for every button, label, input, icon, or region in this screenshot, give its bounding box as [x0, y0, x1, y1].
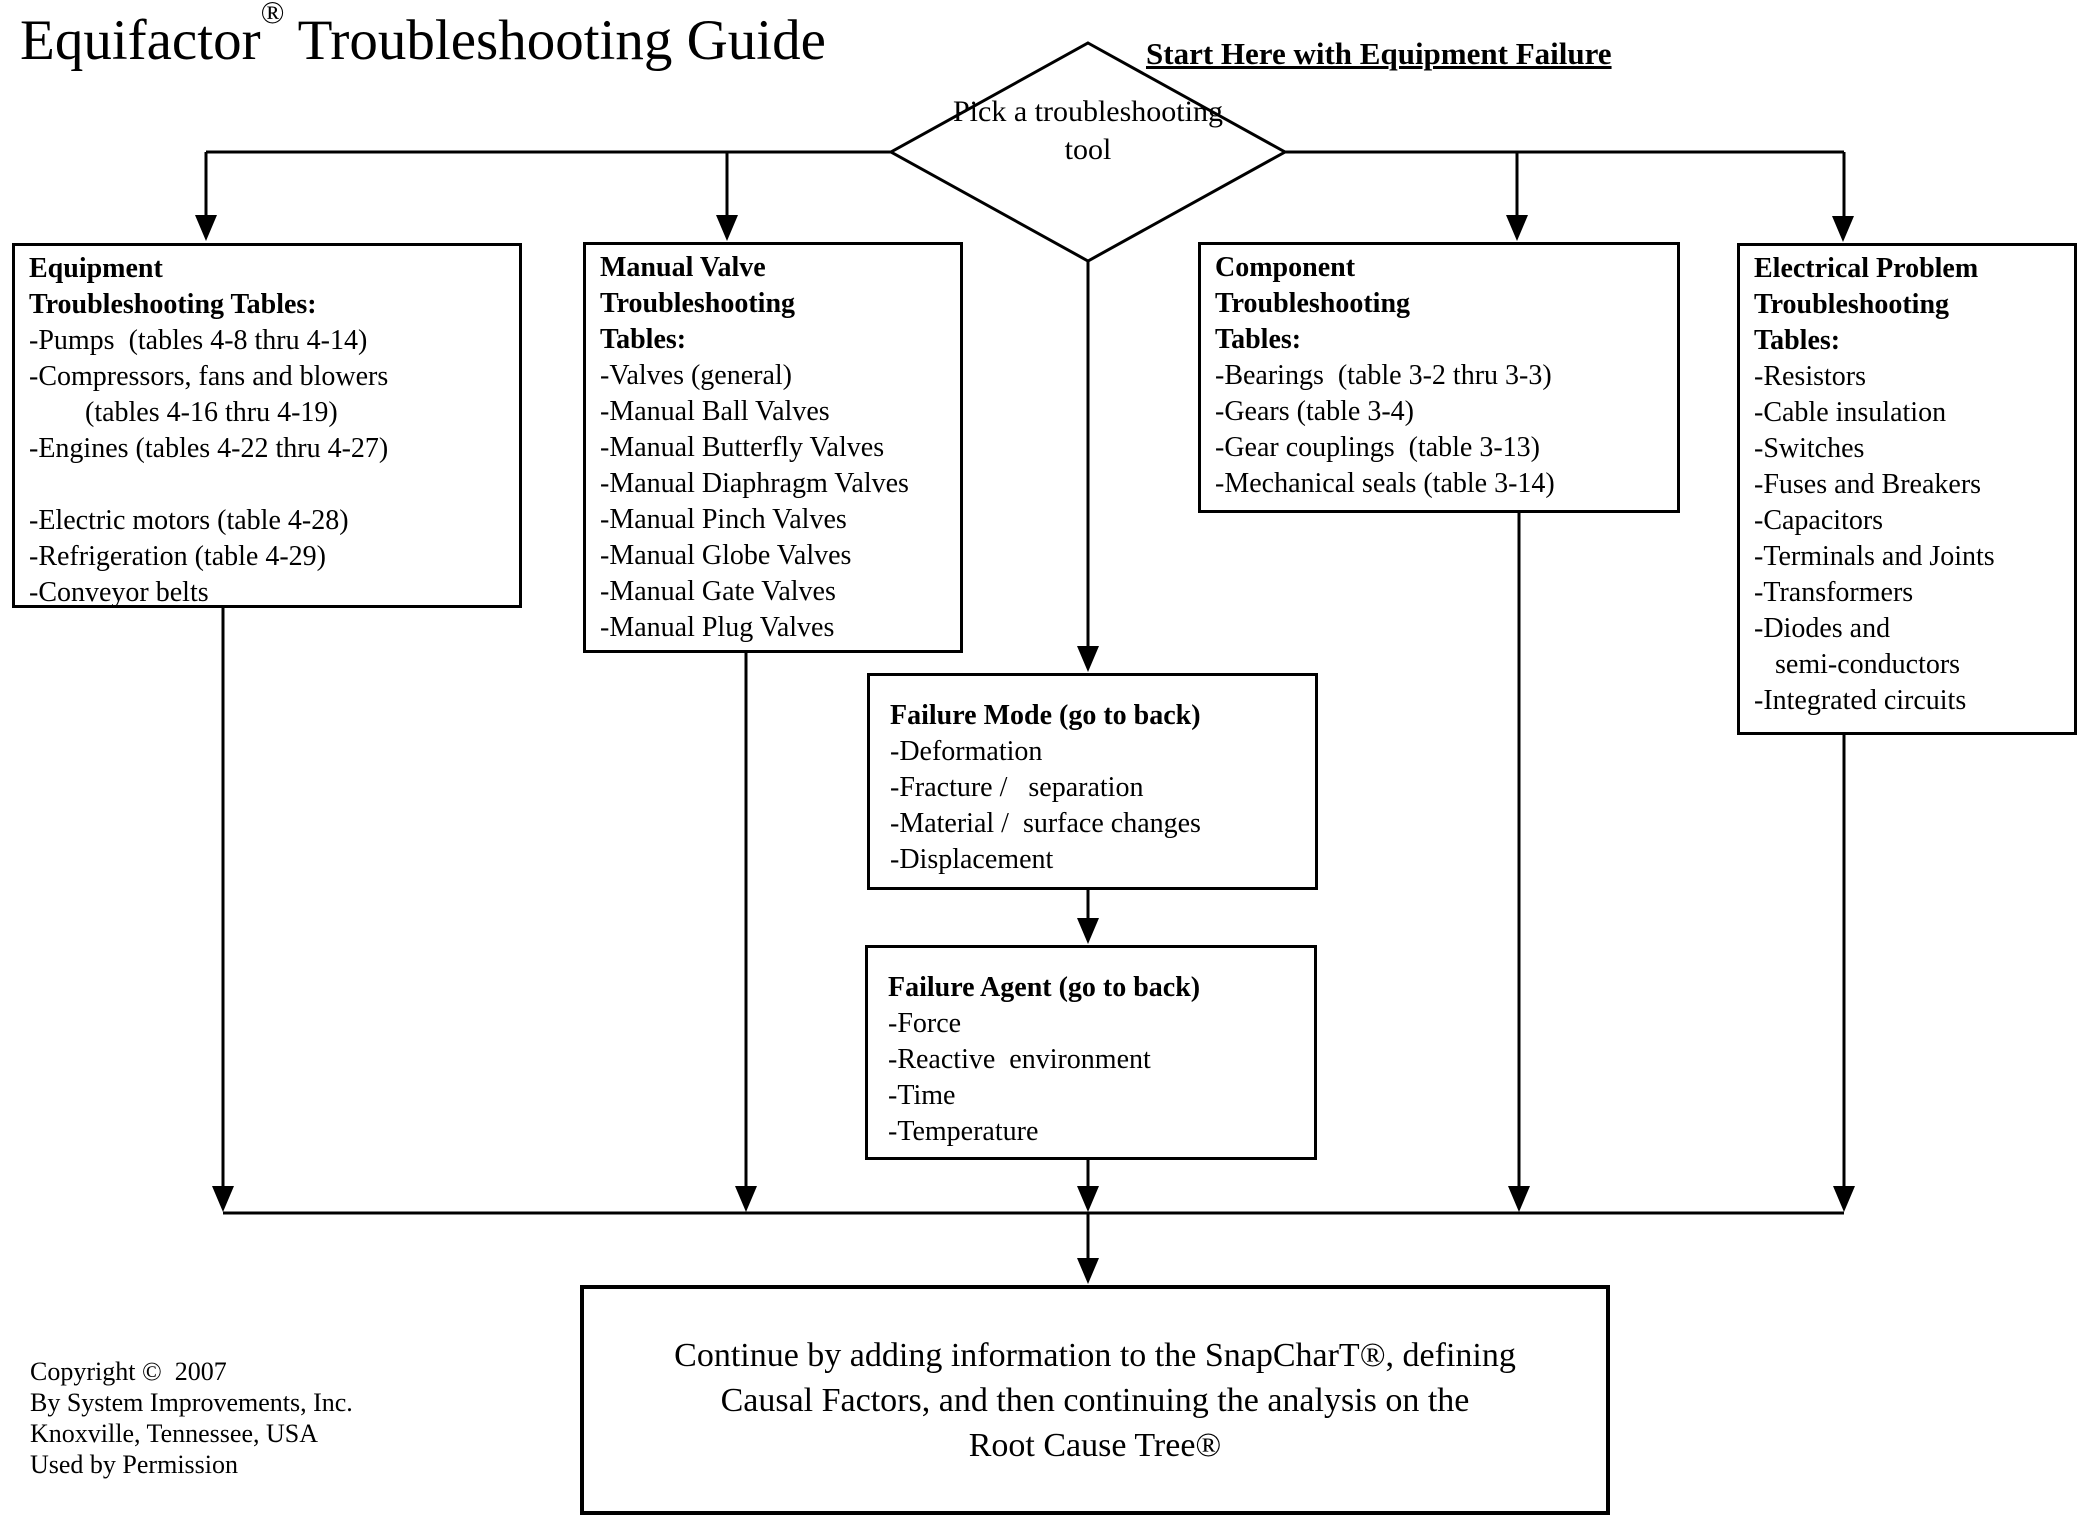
text-line: -Fuses and Breakers [1754, 469, 1982, 500]
arrow-into-failure-mode [1077, 646, 1099, 672]
text-line: -Conveyor belts [29, 577, 209, 608]
text-line: -Manual Butterfly Valves [600, 432, 885, 463]
text-line: -Transformers [1754, 577, 1914, 608]
text-line: -Manual Pinch Valves [600, 504, 847, 535]
text-line: -Manual Gate Valves [600, 576, 836, 607]
text-line: Used by Permission [30, 1450, 238, 1479]
component-box-items: -Bearings (table 3-2 thru 3-3) -Gears (ta… [1215, 358, 1665, 502]
failure-agent-items: -Force -Reactive environment -Time -Tempera… [888, 1006, 1296, 1150]
text-line: -Gears (table 3-4) [1215, 396, 1415, 427]
failure-mode-title: Failure Mode (go to back) [890, 700, 1201, 731]
text-line: semi-conductors [1754, 649, 1961, 680]
text-line: Tables: [600, 324, 687, 355]
text-line: Troubleshooting [600, 288, 796, 319]
text-line: -Resistors [1754, 361, 1866, 392]
text-line: -Temperature [888, 1116, 1039, 1147]
text-line: -Compressors, fans and blowers [29, 361, 389, 392]
arrow-into-component [1506, 215, 1528, 241]
failure-agent-title: Failure Agent (go to back) [888, 972, 1201, 1003]
manual-valve-box-items: -Valves (general) -Manual Ball Valves -Man… [600, 358, 948, 646]
text-line: -Manual Globe Valves [600, 540, 852, 571]
text-line: -Integrated circuits [1754, 685, 1967, 716]
text-line: -Terminals and Joints [1754, 541, 1995, 572]
text-line: -Deformation [890, 736, 1043, 767]
text-line: Component [1215, 252, 1356, 283]
equipment-box-items: -Pumps (tables 4-8 thru 4-14) -Compressor… [29, 323, 507, 611]
text-line: Continue by adding information to the Sn… [674, 1336, 1516, 1374]
arrow-equipment-to-rail [212, 1186, 234, 1212]
arrow-failure-agent-to-rail [1077, 1186, 1099, 1212]
page-title-rest: Troubleshooting Guide [284, 9, 826, 72]
text-line: Tables: [1754, 325, 1841, 356]
arrowheads [195, 215, 1855, 1284]
text-line: -Electric motors (table 4-28) [29, 505, 349, 536]
text-line: Copyright © 2007 [30, 1357, 227, 1386]
text-line: -Reactive environment [888, 1044, 1151, 1075]
decision-label: Pick a troubleshooting tool [953, 95, 1223, 166]
text-line: By System Improvements, Inc. [30, 1388, 353, 1417]
text-line: -Manual Plug Valves [600, 612, 835, 643]
text-line: -Diodes and [1754, 613, 1891, 644]
arrow-into-manual-valve [716, 215, 738, 241]
decision-diamond [887, 41, 1289, 263]
electrical-box-items: -Resistors -Cable insulation -Switches -Fus… [1754, 359, 2062, 719]
text-line: -Time [888, 1080, 956, 1111]
text-line: Root Cause Tree® [968, 1426, 1222, 1464]
text-line: Troubleshooting [1215, 288, 1411, 319]
text-line: Equipment [29, 253, 163, 284]
text-line [29, 467, 507, 503]
text-line: -Cable insulation [1754, 397, 1947, 428]
text-line: -Force [888, 1008, 962, 1039]
text-line: -Fracture / separation [890, 772, 1144, 803]
text-line: (tables 4-16 thru 4-19) [29, 397, 338, 428]
registered-trademark-symbol: ® [260, 0, 285, 31]
text-line: -Material / surface changes [890, 808, 1201, 839]
page-title: Equifactor® Troubleshooting Guide [20, 0, 826, 73]
arrow-manual-valve-to-rail [735, 1186, 757, 1212]
text-line: -Pumps (tables 4-8 thru 4-14) [29, 325, 368, 356]
text-line: -Valves (general) [600, 360, 793, 391]
text-line: Electrical Problem [1754, 253, 1979, 284]
text-line: Knoxville, Tennessee, USA [30, 1419, 318, 1448]
text-line: Troubleshooting Tables: [29, 289, 317, 320]
text-line: -Gear couplings (table 3-13) [1215, 432, 1540, 463]
arrow-into-failure-agent [1077, 918, 1099, 944]
failure-mode-items: -Deformation -Fracture / separation -Mater… [890, 734, 1297, 878]
text-line: Troubleshooting [1754, 289, 1950, 320]
continue-analysis-text: Continue by adding information to the Sn… [674, 1333, 1516, 1468]
text-line: -Refrigeration (table 4-29) [29, 541, 326, 572]
text-line: -Engines (tables 4-22 thru 4-27) [29, 433, 389, 464]
failure-agent-box: Failure Agent (go to back) -Force -Reacti… [865, 945, 1317, 1160]
text-line: -Manual Ball Valves [600, 396, 830, 427]
arrow-into-electrical [1832, 216, 1854, 242]
text-line: Tables: [1215, 324, 1302, 355]
text-line: -Mechanical seals (table 3-14) [1215, 468, 1555, 499]
text-line: -Displacement [890, 844, 1054, 875]
arrow-into-continue [1077, 1258, 1099, 1284]
text-line: -Switches [1754, 433, 1865, 464]
text-line: -Manual Diaphragm Valves [600, 468, 909, 499]
arrow-component-to-rail [1508, 1186, 1530, 1212]
text-line: -Bearings (table 3-2 thru 3-3) [1215, 360, 1552, 391]
failure-mode-box: Failure Mode (go to back) -Deformation -F… [867, 673, 1318, 890]
page-title-brand: Equifactor [20, 9, 261, 72]
text-line: Manual Valve [600, 252, 766, 283]
arrow-into-equipment [195, 215, 217, 241]
arrow-electrical-to-rail [1833, 1186, 1855, 1212]
continue-analysis-box: Continue by adding information to the Sn… [580, 1285, 1610, 1515]
text-line: -Capacitors [1754, 505, 1884, 536]
start-here-label: Start Here with Equipment Failure [1146, 36, 1612, 71]
text-line: Causal Factors, and then continuing the … [720, 1381, 1470, 1419]
